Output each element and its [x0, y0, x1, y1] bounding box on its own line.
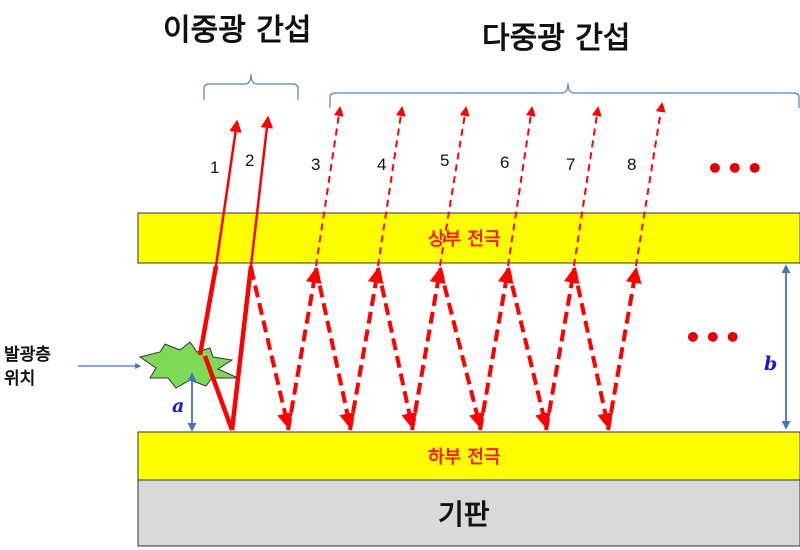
ray-3-exit — [315, 106, 344, 267]
ray-number-5: 5 — [440, 151, 449, 170]
reflection-ellipsis: ••• — [684, 321, 744, 354]
ray-4-exit — [377, 106, 406, 267]
ray-5-exit — [439, 106, 470, 267]
top-electrode — [137, 212, 800, 264]
dimension-a-label: a — [172, 395, 184, 417]
emitter-star-icon — [138, 341, 239, 389]
ray-number-3: 3 — [311, 155, 320, 174]
ray-number-4: 4 — [377, 155, 386, 174]
exit-rays — [315, 102, 666, 267]
ray-number-1: 1 — [210, 158, 219, 177]
ray-1-exit — [214, 119, 242, 267]
substrate-label: 기판 — [438, 498, 490, 531]
ray-8-exit — [635, 102, 666, 267]
ray-2-down — [202, 355, 235, 431]
double-interference-rays — [197, 115, 274, 431]
ray-number-8: 8 — [627, 155, 636, 174]
double-interference-title: 이중광 간섭 — [163, 13, 311, 48]
top-electrode-label: 상부 전극 — [428, 229, 501, 250]
substrate — [137, 479, 800, 547]
ray-number-6: 6 — [500, 153, 509, 172]
ray-number-7: 7 — [566, 155, 575, 174]
multiple-interference-rays — [249, 266, 642, 431]
ray-2-up — [229, 265, 254, 431]
multiple-interference-title: 다중광 간섭 — [482, 21, 630, 56]
emission-position-label-line2: 위치 — [4, 369, 35, 389]
emission-position-label-line1: 발광층 — [4, 345, 51, 365]
ray-1-inner — [197, 265, 219, 356]
ray-2-exit — [249, 115, 274, 267]
exit-rays-ellipsis: ••• — [706, 152, 766, 185]
bottom-electrode-label: 하부 전극 — [428, 447, 501, 468]
ray-number-2: 2 — [245, 151, 254, 170]
multiple-interference-brace — [329, 82, 800, 108]
ray-6-exit — [507, 106, 536, 267]
ray-7-exit — [573, 106, 602, 267]
bottom-electrode — [137, 431, 800, 481]
double-interference-brace — [203, 73, 299, 100]
dimension-b-label: b — [764, 353, 777, 375]
